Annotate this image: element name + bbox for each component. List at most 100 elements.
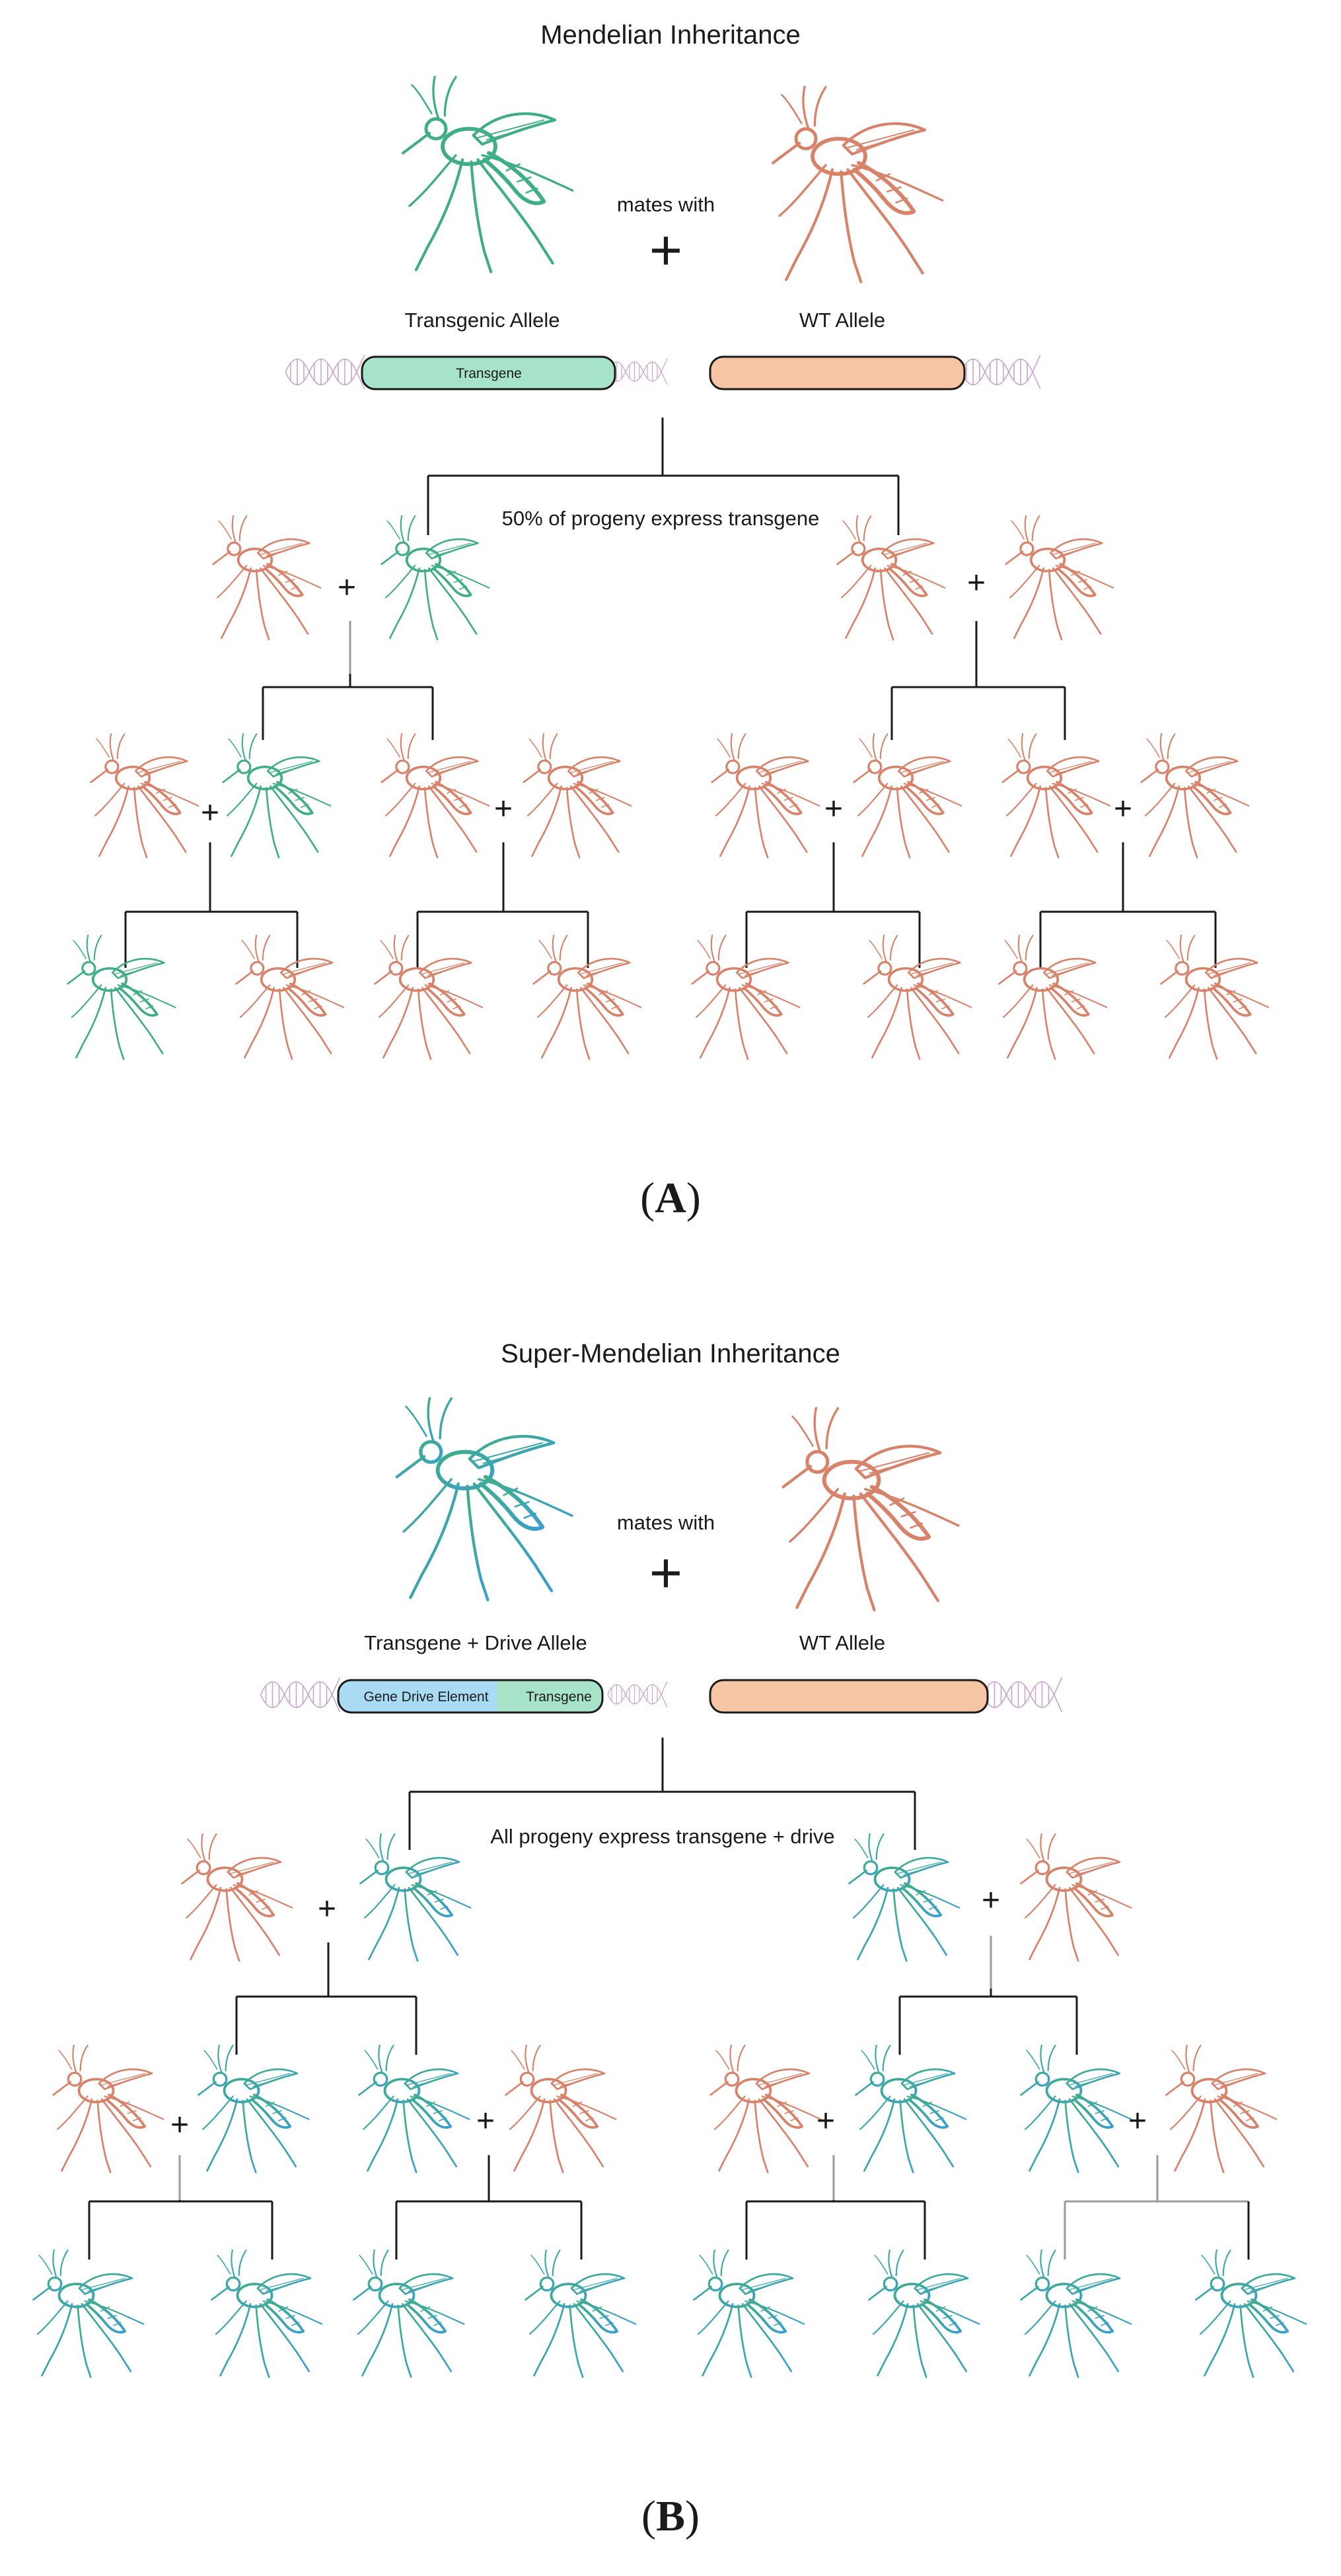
mosquito-icon bbox=[692, 2250, 806, 2378]
mosquito-icon bbox=[1140, 733, 1250, 859]
transgene-pill-label: Transgene bbox=[526, 1689, 592, 1705]
mosquito-icon bbox=[848, 1833, 961, 1962]
panel-b-parent-drive bbox=[397, 1397, 572, 1600]
panel-a-progeny-text: 50% of progeny express transgene bbox=[502, 507, 820, 530]
plus-sign: + bbox=[824, 791, 843, 827]
panel-a-tree-level-3-b bbox=[416, 842, 589, 968]
mosquito-icon bbox=[32, 2250, 145, 2378]
plus-sign: + bbox=[476, 2104, 495, 2139]
mosquito-icon bbox=[359, 1833, 472, 1962]
plus-sign: + bbox=[1114, 791, 1132, 827]
panel-a-wt-allele-label: WT Allele bbox=[799, 309, 885, 332]
mosquito-icon bbox=[1001, 733, 1112, 859]
gene-drive-pill-label: Gene Drive Element bbox=[363, 1689, 488, 1705]
mosquito-icon bbox=[1019, 2045, 1133, 2174]
panel-b-tree-level-3-a bbox=[88, 2200, 273, 2260]
gene-drive-pill bbox=[338, 1680, 510, 1712]
mosquito-icon bbox=[357, 2045, 471, 2174]
plus-sign: + bbox=[967, 566, 986, 601]
panel-b-parent-wild-type bbox=[783, 1407, 959, 1610]
transgene-pill bbox=[361, 355, 616, 390]
mosquito-icon bbox=[397, 1397, 572, 1600]
mosquito-icon bbox=[66, 935, 177, 1060]
mosquito-icon bbox=[852, 733, 963, 859]
dna-helix-icon bbox=[260, 1677, 341, 1712]
mosquito-icon bbox=[504, 2045, 618, 2174]
wt-allele-pill bbox=[709, 355, 966, 390]
mosquito-icon bbox=[783, 1407, 959, 1610]
panel-b-tree-level-1 bbox=[408, 1738, 916, 1850]
mosquito-icon bbox=[862, 935, 973, 1060]
panel-b-title: Super-Mendelian Inheritance bbox=[501, 1339, 840, 1368]
mosquito-icon bbox=[522, 733, 633, 859]
mosquito-icon bbox=[221, 733, 332, 859]
panel-b-tree-level-2-right bbox=[898, 1989, 1078, 2055]
panel-a-label: (A) bbox=[640, 1174, 701, 1222]
panel-b-tree-level-3-c bbox=[745, 2200, 926, 2260]
mosquito-icon bbox=[89, 733, 200, 859]
transgene-pill-label: Transgene bbox=[456, 366, 522, 381]
panel-a-tree-level-1 bbox=[427, 418, 900, 535]
mosquito-icon bbox=[373, 935, 484, 1060]
mosquito-icon bbox=[997, 935, 1108, 1060]
panel-a-tree-level-2-left bbox=[262, 674, 434, 740]
panel-a-chromosome: Transgene bbox=[285, 354, 1040, 390]
mosquito-icon bbox=[403, 76, 573, 272]
panel-b-f3-row bbox=[32, 2250, 1308, 2378]
mosquito-icon bbox=[380, 515, 491, 641]
plus-sign: + bbox=[338, 570, 356, 605]
panel-a-parent-transgenic bbox=[403, 76, 573, 272]
dna-helix-icon bbox=[607, 358, 668, 385]
panel-a-title: Mendelian Inheritance bbox=[540, 20, 801, 50]
mosquito-icon bbox=[1165, 2045, 1278, 2174]
mosquito-icon bbox=[710, 733, 821, 859]
panel-b-progeny-text: All progeny express transgene + drive bbox=[490, 1825, 834, 1848]
mosquito-icon bbox=[709, 2045, 822, 2174]
mosquito-icon bbox=[1019, 2250, 1133, 2378]
dna-helix-icon bbox=[961, 354, 1040, 390]
panel-a-tree-level-2-right bbox=[890, 621, 1066, 740]
panel-b-wt-allele-label: WT Allele bbox=[799, 1631, 885, 1654]
dna-helix-icon bbox=[982, 1677, 1063, 1712]
panel-b-mate-plus: + bbox=[649, 1541, 682, 1605]
panel-a-mates-with: mates with bbox=[617, 193, 715, 216]
panel-a-tree-level-3-c bbox=[745, 842, 921, 968]
panel-b-chromosome: Gene Drive Element Transgene bbox=[260, 1677, 1063, 1714]
mosquito-icon bbox=[52, 2045, 165, 2174]
mosquito-icon bbox=[854, 2045, 968, 2174]
wt-allele-pill bbox=[709, 1679, 989, 1714]
dna-helix-icon bbox=[607, 1681, 668, 1708]
mosquito-icon bbox=[1004, 515, 1115, 641]
panel-a-f2-row: + + + + bbox=[89, 733, 1250, 859]
panel-b-tree-level-2-left bbox=[235, 1942, 417, 2055]
panel-b-mates-with: mates with bbox=[617, 1511, 715, 1534]
panel-b-tree-level-3-b bbox=[395, 2155, 583, 2260]
panel-a-tree-level-3-d bbox=[1039, 842, 1217, 968]
mosquito-icon bbox=[380, 733, 491, 859]
mosquito-icon bbox=[352, 2250, 466, 2378]
plus-sign: + bbox=[816, 2104, 835, 2139]
mosquito-icon bbox=[867, 2250, 981, 2378]
mosquito-icon bbox=[524, 2250, 637, 2378]
mosquito-icon bbox=[197, 2045, 310, 2174]
mosquito-icon bbox=[773, 86, 943, 282]
panel-a-f1-row: + + bbox=[211, 515, 1115, 641]
mosquito-icon bbox=[235, 935, 345, 1060]
panel-b-drive-allele-label: Transgene + Drive Allele bbox=[364, 1631, 587, 1654]
mosquito-icon bbox=[180, 1833, 294, 1962]
plus-sign: + bbox=[201, 795, 219, 830]
dna-helix-icon bbox=[285, 354, 365, 390]
mosquito-icon bbox=[836, 515, 947, 641]
mosquito-icon bbox=[1194, 2250, 1308, 2378]
panel-b-label: (B) bbox=[641, 2492, 700, 2540]
plus-sign: + bbox=[982, 1883, 1000, 1918]
plus-sign: + bbox=[494, 791, 513, 827]
plus-sign: + bbox=[1128, 2104, 1147, 2139]
panel-b-f1-row: + + bbox=[180, 1833, 1133, 1962]
mosquito-icon bbox=[211, 515, 322, 641]
panel-a-f3-row bbox=[66, 935, 1270, 1060]
panel-b-tree-level-3-d-light bbox=[1064, 2155, 1249, 2260]
panel-a-parent-wild-type bbox=[773, 86, 943, 282]
mosquito-icon bbox=[1019, 1833, 1133, 1962]
